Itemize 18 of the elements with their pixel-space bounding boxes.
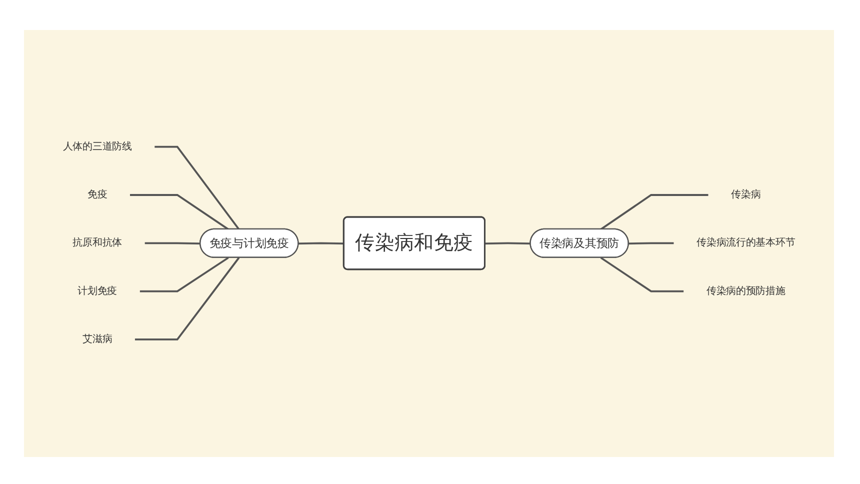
node-text: 传染病流行的基本环节 xyxy=(696,238,796,249)
connector xyxy=(134,258,240,341)
connector xyxy=(485,242,531,245)
connector xyxy=(130,194,229,230)
connector xyxy=(600,194,708,230)
connector xyxy=(144,242,200,245)
connector xyxy=(600,257,684,293)
node-text: 人体的三道防线 xyxy=(62,141,132,153)
connector xyxy=(628,242,674,245)
node-text: 传染病的预防措施 xyxy=(706,286,786,298)
node-text: 免疫 xyxy=(87,189,108,201)
node-text: 抗原和抗体 xyxy=(72,238,122,249)
connector xyxy=(154,146,240,230)
connector xyxy=(298,242,344,245)
node-text: 计划免疫 xyxy=(78,286,118,298)
node-text: 传染病 xyxy=(731,189,761,201)
node-text: 艾滋病 xyxy=(82,334,112,346)
connector xyxy=(140,257,229,293)
